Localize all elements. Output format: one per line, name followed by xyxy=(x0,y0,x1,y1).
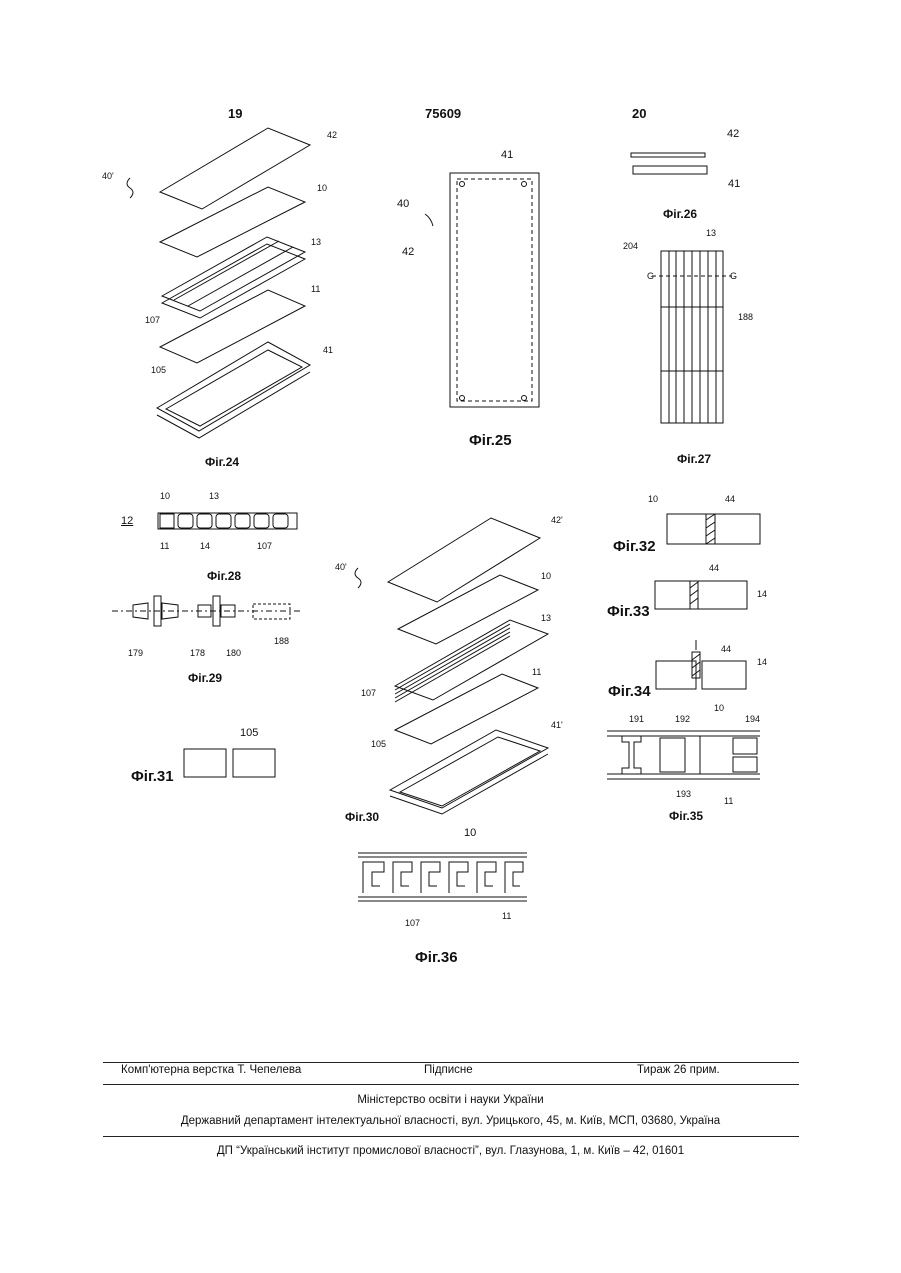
fig30-caption: Фіг.30 xyxy=(345,810,379,824)
fig30-ref-105: 105 xyxy=(371,739,386,749)
fig24-drawing xyxy=(127,128,310,438)
fig28-ref-12: 12 xyxy=(121,515,133,527)
fig33-ref-44: 44 xyxy=(709,563,719,573)
fig26-drawing xyxy=(631,153,707,174)
fig27-caption: Фіг.27 xyxy=(677,452,711,466)
fig24-ref-10: 10 xyxy=(317,183,327,193)
fig24-ref-13: 13 xyxy=(311,237,321,247)
fig27-section-g-left: G xyxy=(647,271,654,281)
fig30-ref-41: 41' xyxy=(551,720,563,730)
footer-circulation: Тираж 26 прим. xyxy=(637,1064,720,1076)
fig35-caption: Фіг.35 xyxy=(669,809,703,823)
fig27-drawing xyxy=(652,251,732,423)
fig24-ref-11: 11 xyxy=(311,284,320,294)
fig28-ref-10: 10 xyxy=(160,491,170,501)
fig31-drawing xyxy=(184,749,275,777)
fig34-drawing xyxy=(656,640,746,689)
fig28-caption: Фіг.28 xyxy=(207,569,241,583)
fig35-ref-191: 191 xyxy=(629,714,644,724)
fig28-ref-14: 14 xyxy=(200,541,210,551)
fig33-caption: Фіг.33 xyxy=(607,603,650,620)
fig29-ref-180: 180 xyxy=(226,648,241,658)
fig30-drawing xyxy=(355,518,548,814)
fig34-ref-44: 44 xyxy=(721,644,731,654)
fig29-ref-179: 179 xyxy=(128,648,143,658)
footer-ministry: Міністерство освіти і науки України xyxy=(0,1094,901,1106)
fig36-caption: Фіг.36 xyxy=(415,949,458,966)
fig29-caption: Фіг.29 xyxy=(188,671,222,685)
fig26-ref-42: 42 xyxy=(727,128,739,140)
fig25-ref-40: 40 xyxy=(397,198,409,210)
fig30-ref-11: 11 xyxy=(532,667,541,677)
fig30-ref-13: 13 xyxy=(541,613,551,623)
fig30-ref-40: 40' xyxy=(335,562,347,572)
fig35-ref-194: 194 xyxy=(745,714,760,724)
fig35-ref-192: 192 xyxy=(675,714,690,724)
fig29-ref-188: 188 xyxy=(274,636,289,646)
fig26-ref-41: 41 xyxy=(728,178,740,190)
footer-rule-top xyxy=(103,1062,799,1063)
fig25-ref-42: 42 xyxy=(402,246,414,258)
fig32-caption: Фіг.32 xyxy=(613,538,656,555)
fig33-ref-14: 14 xyxy=(757,589,767,599)
fig36-ref-11: 11 xyxy=(502,911,511,921)
fig24-ref-105: 105 xyxy=(151,365,166,375)
fig33-drawing xyxy=(655,581,747,609)
fig24-caption: Фіг.24 xyxy=(205,455,239,469)
fig28-ref-13: 13 xyxy=(209,491,219,501)
footer-composer: Комп'ютерна верстка Т. Чепелева xyxy=(121,1064,301,1076)
fig31-ref-105: 105 xyxy=(240,727,258,739)
footer-department: Державний департамент інтелектуальної вл… xyxy=(0,1115,901,1127)
fig36-ref-10: 10 xyxy=(464,827,476,839)
fig36-drawing xyxy=(358,853,527,901)
fig32-ref-10: 10 xyxy=(648,494,658,504)
fig24-ref-107: 107 xyxy=(145,315,160,325)
fig30-ref-10: 10 xyxy=(541,571,551,581)
footer-signed: Підписне xyxy=(424,1064,473,1076)
footer-rule-middle xyxy=(103,1084,799,1085)
fig30-ref-42: 42' xyxy=(551,515,563,525)
fig24-ref-40: 40' xyxy=(102,171,114,181)
fig29-ref-178: 178 xyxy=(190,648,205,658)
fig28-ref-11: 11 xyxy=(160,541,169,551)
fig35-ref-10: 10 xyxy=(714,703,724,713)
fig34-caption: Фіг.34 xyxy=(608,683,651,700)
fig27-ref-188: 188 xyxy=(738,312,753,322)
fig29-drawing xyxy=(112,596,300,626)
footer-rule-bottom xyxy=(103,1136,799,1137)
fig27-section-g-right: G xyxy=(730,271,737,281)
fig35-ref-11: 11 xyxy=(724,796,733,806)
fig27-ref-13: 13 xyxy=(706,228,716,238)
fig35-ref-193: 193 xyxy=(676,789,691,799)
fig34-ref-14: 14 xyxy=(757,657,767,667)
footer-institute: ДП “Український інститут промислової вла… xyxy=(0,1145,901,1157)
fig25-drawing xyxy=(425,173,539,407)
fig24-ref-42: 42 xyxy=(327,130,337,140)
fig32-drawing xyxy=(667,514,760,544)
fig28-ref-107: 107 xyxy=(257,541,272,551)
fig31-caption: Фіг.31 xyxy=(131,768,174,785)
fig35-drawing xyxy=(607,731,760,779)
fig28-drawing xyxy=(158,513,297,529)
fig30-ref-107: 107 xyxy=(361,688,376,698)
fig32-ref-44: 44 xyxy=(725,494,735,504)
fig36-ref-107: 107 xyxy=(405,918,420,928)
fig25-ref-41: 41 xyxy=(501,149,513,161)
fig24-ref-41: 41 xyxy=(323,345,333,355)
fig25-caption: Фіг.25 xyxy=(469,432,512,449)
fig27-ref-204: 204 xyxy=(623,241,638,251)
fig26-caption: Фіг.26 xyxy=(663,207,697,221)
